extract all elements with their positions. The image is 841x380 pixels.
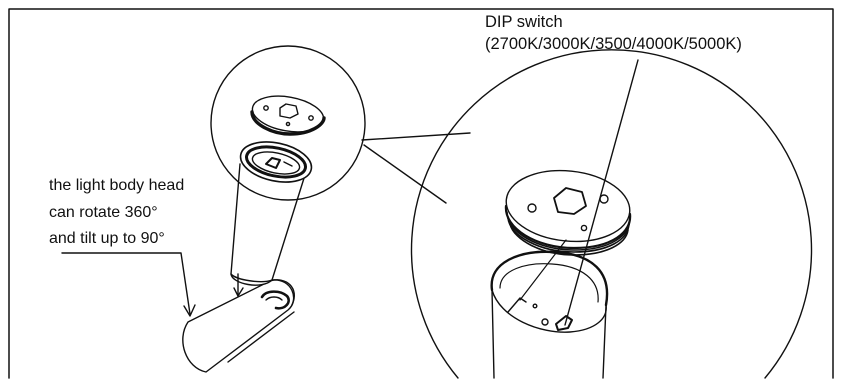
rotate-label-line1: the light body head	[49, 177, 184, 194]
rotate-label-line3: and tilt up to 90°	[49, 230, 165, 247]
cover-plate-small	[250, 95, 326, 136]
dip-wire	[519, 239, 567, 301]
cover-plate-large	[504, 169, 632, 256]
zoom-connector-bottom	[363, 144, 447, 204]
diagram-frame	[8, 8, 834, 379]
detail-circle-small	[210, 45, 366, 201]
callout-dip-switch: DIP switch (2700K/3000K/3500/4000K/5000K…	[485, 13, 742, 326]
lamp-head	[182, 279, 295, 373]
track-light-assembly	[182, 95, 326, 373]
dip-label-line2: (2700K/3000K/3500/4000K/5000K)	[485, 35, 742, 53]
dip-leader-line	[564, 59, 639, 326]
callout-rotation: the light body head can rotate 360° and …	[49, 177, 196, 317]
body-opening	[490, 250, 609, 333]
dip-label-line1: DIP switch	[485, 13, 563, 31]
zoom-detail	[410, 49, 813, 379]
light-body	[230, 141, 313, 297]
detail-circle-large	[410, 49, 813, 379]
rotate-leader-line	[61, 252, 191, 315]
zoom-connector-top	[361, 132, 471, 141]
rotate-label-line2: can rotate 360°	[49, 204, 158, 221]
rotate-leader-arrow	[183, 304, 196, 317]
